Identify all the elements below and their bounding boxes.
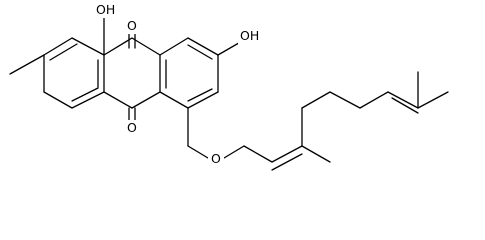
bond-inner <box>49 43 78 61</box>
bond <box>417 91 449 109</box>
bond <box>131 37 161 56</box>
bond-inner <box>187 88 213 102</box>
bond <box>103 91 133 109</box>
bond <box>387 91 419 109</box>
bond <box>43 37 73 56</box>
bond-inner <box>71 87 99 102</box>
methyl-bond <box>9 54 45 75</box>
bond <box>43 91 73 109</box>
bond <box>243 145 273 163</box>
bond-double <box>271 153 303 171</box>
hydroxyl-label-top: OH <box>96 2 115 17</box>
bond <box>271 145 303 163</box>
label-mask <box>124 18 140 34</box>
ether-oxygen-label: O <box>211 151 221 166</box>
label-mask <box>124 120 140 136</box>
bond <box>359 91 389 109</box>
bond <box>301 91 331 109</box>
bond-inner <box>187 44 213 60</box>
geranyl-chain <box>243 71 449 171</box>
hydroxyl-label-right: OH <box>240 28 259 43</box>
left-aromatic-ring <box>43 37 105 109</box>
bond <box>187 91 219 109</box>
bond <box>71 37 105 56</box>
label-mask <box>208 151 224 167</box>
carbonyl-oxygen-lower: O <box>127 120 137 135</box>
label-mask <box>238 28 264 44</box>
bond <box>187 37 219 56</box>
skeletal-formula: OH O OH O O <box>9 2 449 171</box>
bond <box>131 91 161 109</box>
central-quinone-ring <box>103 37 161 109</box>
right-aromatic-ring <box>159 37 219 109</box>
bond <box>71 91 105 109</box>
structure-canvas: OH O OH O O <box>9 2 449 171</box>
methyl-bond-chain <box>301 145 331 163</box>
bond <box>103 37 133 56</box>
bond <box>159 91 189 109</box>
ether-bond-chain <box>223 145 245 159</box>
bond-double <box>391 97 419 114</box>
label-mask <box>94 2 120 18</box>
bond <box>329 91 361 109</box>
ether-bond-ring-2 <box>187 145 209 159</box>
carbonyl-oxygen-upper: O <box>127 18 137 33</box>
bond <box>159 37 189 56</box>
